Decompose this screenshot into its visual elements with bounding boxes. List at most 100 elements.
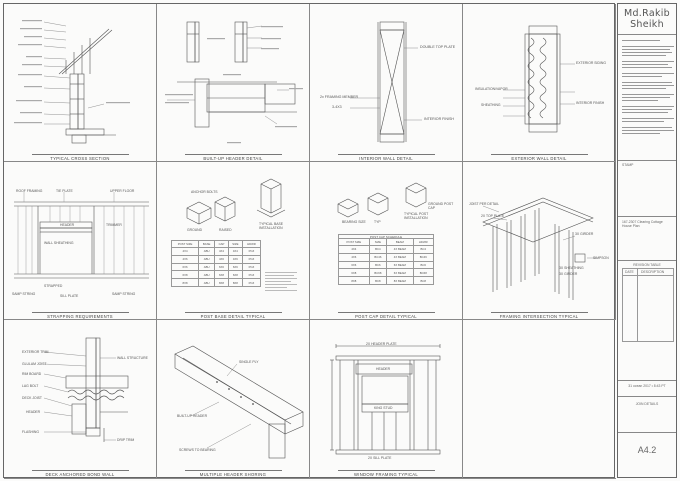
table-cell: 4X BEAM [386,252,414,262]
deck-label-trim: EXTERIOR TRIM [22,350,49,354]
strapping-drawing [14,192,149,279]
detail-post-base: ANCHOR BOLTS TYPICAL BASE INSTALLATION G… [157,162,310,320]
exterior-wall-label-insulation: INSULATION/VAPOR [475,87,508,91]
cross-section-drawing [14,20,130,144]
designer-name: Md.Rakib Sheikh [618,8,676,30]
project-name-line-2: House Plan [622,224,640,228]
post-base-notes [265,272,297,293]
strapping-label-roof: ROOF FRAMING [16,189,43,193]
issued-date: 31 ocean 2017 • 8:43 PT [628,384,666,388]
detail-caption: STRAPPING REQUIREMENTS [47,314,113,319]
table-cell: 6X8 [170,270,200,280]
detail-built-up-header: BUILT-UP HEADER DETAIL [157,4,310,162]
caption-rule [185,470,282,471]
title-block-rule [618,160,676,161]
title-block-rule [618,260,676,261]
interior-wall-drawing [350,21,422,143]
table-cell: 4X6 [227,254,243,264]
deck-label-joist: DECK JOIST [22,396,42,400]
table-cell: 6X6 [338,260,370,270]
interior-wall-label-size: 3-4X3 [332,105,342,109]
caption-rule [32,470,129,471]
caption-rule [185,312,282,313]
post-cap-schedule-title: POST CAP SCHEDULE [338,234,434,239]
strapping-label-tie: TIE PLATE [56,189,73,193]
caption-rule [491,154,588,155]
post-base-label-typical: TYPICAL BASE INSTALLATION [259,222,283,230]
table-header-cell: POST SIZE [170,240,200,248]
window-label-king: KING STUD [374,406,393,410]
detail-caption: BUILT-UP HEADER DETAIL [203,156,263,161]
table-cell: 6X8 [338,268,370,278]
table-cell: 6X8 [227,270,243,280]
detail-caption: WINDOW FRAMING TYPICAL [354,472,418,477]
title-block-rule [618,380,676,381]
table-cell: BC8 [412,276,435,285]
detail-caption: POST BASE DETAIL TYPICAL [200,314,266,319]
shoring-label-header: BUILT-UP HEADER [177,414,208,418]
deck-label-wall: WALL STRUCTURE [117,356,148,360]
project-name-line-1: 167-2307 Clearing Cottage [622,220,663,224]
table-cell: 4X BEAM [386,245,414,254]
strapping-label-string-right: SAMP STRING [112,292,136,296]
caption-rule [185,154,282,155]
table-cell: ABU [198,247,216,256]
table-cell: 8X8 [338,276,370,285]
post-cap-drawing [337,182,427,218]
detail-caption: TYPICAL CROSS SECTION [50,156,110,161]
detail-empty [463,320,616,479]
window-label-header: HEADER [376,367,391,371]
table-cell: BC6 [412,260,435,270]
table-cell: 8X8 [170,278,200,287]
framing-label-girder-2: 3X GIRDER [559,272,578,276]
table-cell: BC46 [412,252,435,262]
strapping-label-trimmer: TRIMMER [106,223,122,227]
header-shoring-drawing [174,345,304,459]
deck-label-drip: DRIP TRIM [117,438,135,442]
table-cell: ABU [198,270,216,280]
caption-rule [32,154,129,155]
table-header-cell: HDWR [412,238,435,246]
revision-table-title: REVISION TABLE [633,263,661,267]
strapping-label-sill: SILL PLATE [60,294,79,298]
framing-label-sheathing: 3X SHEATHING [559,266,584,270]
framing-label-plate: 2X TOP PLATE [481,214,505,218]
caption-rule [338,154,435,155]
window-framing-drawing [330,344,441,455]
title-block-rule [618,396,676,397]
table-cell: 6X BEAM [386,260,414,270]
detail-caption: EXTERIOR WALL DETAIL [511,156,567,161]
table-cell: 8X BEAM [386,276,414,285]
caption-rule [338,470,435,471]
table-cell: BC8 [368,276,388,285]
detail-interior-wall: DOUBLE TOP PLATE 2x FRAMING MEMBER 3-4X3… [310,4,463,162]
table-cell: 8X8 [214,278,229,287]
framing-label-joist: JOIST PER DETAIL [469,202,500,206]
table-header-cell: POST SIZE [338,238,370,246]
table-header-cell: HDWR [241,240,262,248]
table-header-cell: SIZE [227,240,243,248]
sheet-number: A4.2 [637,445,657,455]
detail-deck-anchored-wall: EXTERIOR TRIM GLULAM JOIST RIM BOARD LAG… [4,320,157,479]
detail-typical-cross-section: TYPICAL CROSS SECTION [4,4,157,162]
table-cell: BC6 [368,260,388,270]
table-cell: 6X6 [170,262,200,272]
deck-label-rim: RIM BOARD [22,372,42,376]
table-header-cell: CAP [214,240,229,248]
post-cap-label-typ: TYP [374,220,381,224]
table-cell: 4X4 [227,247,243,256]
designer-last-name: Sheikh [630,19,664,30]
exterior-wall-drawing [503,25,575,133]
framing-label-girder: 3X GIRDER [575,232,594,236]
caption-rule [32,312,129,313]
